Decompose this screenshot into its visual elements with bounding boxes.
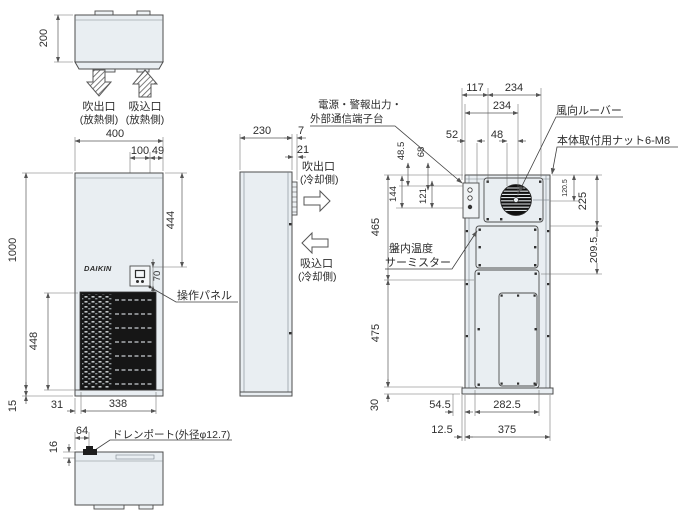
- dim-21-label: 21: [297, 144, 309, 156]
- dim-234-outer-label: 234: [505, 82, 523, 94]
- operation-panel-display-icon: [134, 269, 146, 279]
- dim-117-label: 117: [466, 82, 484, 94]
- dim-375-label: 375: [498, 424, 516, 436]
- top-view-tab: [94, 10, 114, 16]
- rear-inner-panel: [498, 292, 538, 387]
- dim-234-center-label: 234: [493, 100, 511, 112]
- dim-400-label: 400: [106, 128, 124, 140]
- side-view-base: [239, 391, 293, 397]
- dim-70-label: 70: [152, 271, 163, 282]
- drain-port: [83, 449, 97, 455]
- drain-port-label: ドレンポート(外径φ12.7): [112, 428, 230, 441]
- top-view-body: [74, 14, 164, 63]
- dim-52-label: 52: [446, 129, 458, 141]
- dim-48-label: 48: [491, 129, 503, 141]
- side-outlet-side-label: (冷却側): [300, 173, 339, 186]
- rear-middle-panel: [475, 225, 539, 269]
- dim-100-label: 100: [131, 145, 149, 157]
- dim-48-5-label: 48.5: [396, 142, 407, 161]
- dim-120-5-label: 120.5: [562, 179, 569, 197]
- operation-panel: [129, 265, 151, 287]
- terminal-block: [462, 182, 480, 219]
- dim-200-label: 200: [38, 29, 50, 47]
- dim-144-label: 144: [388, 186, 399, 202]
- outlet-arrow-right-icon: [303, 189, 331, 213]
- thermistor-leader: [385, 230, 478, 270]
- front-grille-texture: [82, 294, 112, 388]
- rear-lower-panel: [474, 269, 540, 389]
- inner-panel-screws: [500, 294, 536, 385]
- dim-230-label: 230: [253, 125, 271, 137]
- dim-64-label: 64: [76, 425, 88, 437]
- dim-448-label: 448: [28, 332, 40, 350]
- top-outlet-label: 吹出口: [83, 99, 116, 113]
- flange-screws: [465, 230, 550, 338]
- top-view-lip: [74, 61, 164, 70]
- thermistor-label-line1: 盤内温度: [389, 241, 433, 255]
- rear-view-base-flange: [461, 387, 554, 395]
- top-view-tab: [136, 10, 151, 16]
- rear-view: 117 234 234 52 48 48.5 68 144 121 120.5 …: [310, 82, 678, 441]
- top-inlet-label: 吸込口: [129, 100, 162, 113]
- dim-15-label: 15: [7, 400, 19, 412]
- bottom-view-foot: [138, 504, 154, 510]
- side-outlet-label: 吹出口: [302, 159, 335, 173]
- dim-209-5-label: 209.5: [588, 237, 600, 263]
- dim-31-label: 31: [51, 399, 63, 411]
- dim-54-5-label: 54.5: [429, 399, 450, 411]
- side-view-body: [239, 171, 293, 393]
- top-view-foot: [136, 68, 150, 73]
- dim-30-label: 30: [369, 399, 381, 411]
- dim-225-label: 225: [577, 192, 589, 210]
- dim-7-label: 7: [298, 125, 304, 137]
- louver-leader: [518, 116, 623, 193]
- top-outlet-side-label: (放熱側): [80, 113, 119, 126]
- power-terminal-label-line2: 外部通信端子台: [310, 112, 384, 125]
- power-terminal-label-line1: 電源・警報出力・: [318, 98, 402, 111]
- side-view: 230 7 21 吹出口 (冷却側) 吸込口 (冷却側): [239, 125, 339, 397]
- side-inlet-side-label: (冷却側): [298, 270, 337, 283]
- top-view: 200 吹出口 (放熱側) 吸込口 (放熱側): [38, 10, 165, 126]
- louver-panel-screws: [486, 180, 542, 221]
- thermistor-label-line2: サーミスター: [385, 256, 451, 269]
- power-terminal-leader: [310, 125, 463, 184]
- dim-338-label: 338: [109, 398, 127, 410]
- dim-1000-label: 1000: [7, 238, 19, 262]
- side-louver: [291, 181, 298, 216]
- mounting-nut-leader: [550, 146, 678, 175]
- dim-121-label: 121: [418, 188, 429, 204]
- middle-panel-screws: [478, 228, 537, 267]
- dim-465-label: 465: [370, 218, 382, 236]
- operation-panel-label: 操作パネル: [177, 288, 232, 302]
- dim-282-5-label: 282.5: [493, 399, 521, 411]
- dim-475-label: 475: [370, 324, 382, 342]
- outlet-arrow-down-icon: [85, 69, 113, 97]
- brand-logo: DAIKIN: [84, 264, 112, 273]
- front-view-base: [74, 389, 164, 397]
- dim-49-label: 49: [152, 145, 164, 157]
- top-inlet-side-label: (放熱側): [126, 113, 165, 126]
- inlet-arrow-up-icon: [131, 69, 159, 98]
- dim-16-label: 16: [48, 441, 60, 453]
- bottom-view-foot: [93, 504, 125, 510]
- dim-12-5-label: 12.5: [431, 424, 452, 436]
- dim-444-label: 444: [165, 211, 177, 229]
- bottom-view-body: [74, 451, 164, 506]
- side-inlet-label: 吸込口: [300, 257, 333, 270]
- louver-label: 風向ルーバー: [556, 103, 622, 117]
- dim-68-label: 68: [416, 147, 427, 158]
- mounting-nut-label: 本体取付用ナット6-M8: [557, 133, 670, 147]
- front-view: 400 100 49 DAIKIN 70 444: [7, 128, 238, 414]
- inlet-arrow-left-icon: [301, 231, 329, 255]
- bottom-view: 64 16 ドレンポート(外径φ12.7): [48, 425, 232, 510]
